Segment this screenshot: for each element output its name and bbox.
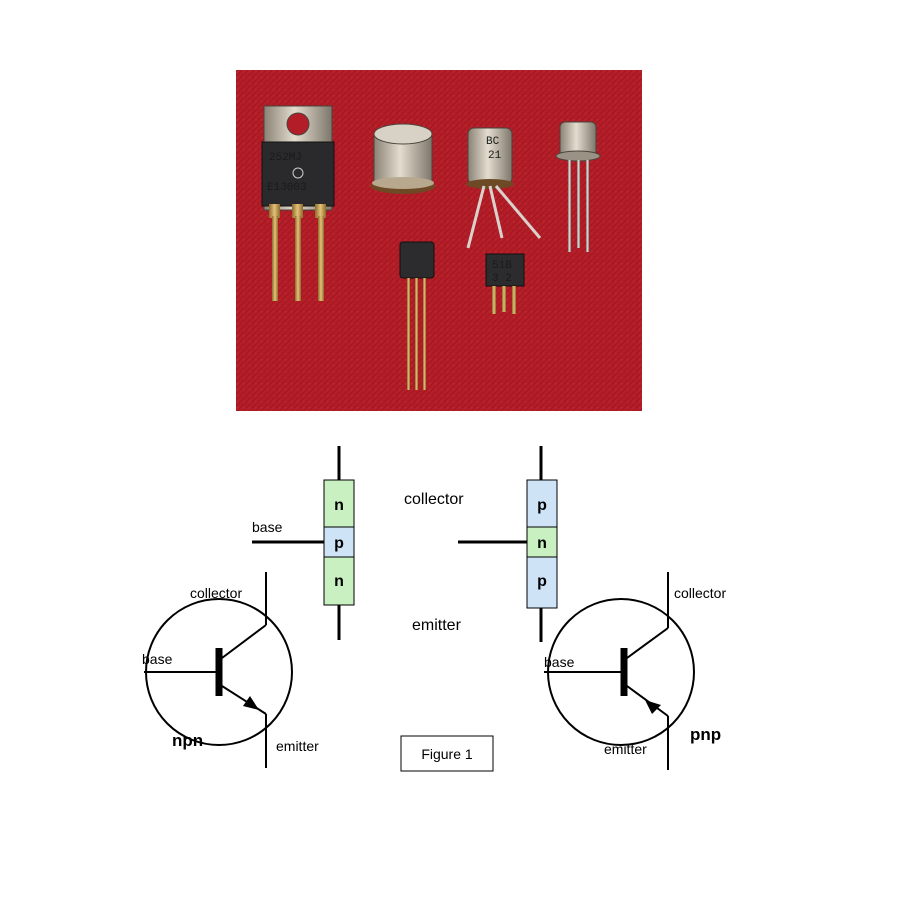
npn-symbol-collector-label: collector	[190, 585, 242, 601]
pnp-type-label: pnp	[690, 725, 721, 744]
npn-symbol-emitter-line	[222, 686, 266, 714]
npn-symbol-base-label: base	[142, 651, 173, 667]
figure-caption: Figure 1	[401, 736, 493, 771]
npn-symbol: collector base emitter npn	[142, 572, 319, 768]
npn-symbol-emitter-label: emitter	[276, 738, 319, 754]
npn-stack-base-label: base	[252, 519, 283, 535]
npn-layer-label-3: n	[334, 573, 344, 590]
pnp-layer-label-1: p	[537, 497, 547, 514]
pnp-layer-label-2: n	[537, 535, 547, 552]
pnp-symbol: collector base emitter pnp	[544, 572, 726, 770]
npn-layer-label-2: p	[334, 535, 344, 552]
npn-emitter-arrow-icon	[243, 696, 259, 710]
figure-caption-label: Figure 1	[421, 746, 473, 762]
pnp-layer-stack: p n p	[458, 446, 557, 642]
pnp-symbol-emitter-label: emitter	[604, 741, 647, 757]
pnp-symbol-collector-label: collector	[674, 585, 726, 601]
npn-layer-label-1: n	[334, 497, 344, 514]
pnp-symbol-collector-line	[627, 628, 668, 658]
npn-symbol-collector-line	[222, 625, 266, 658]
pnp-layer-label-3: p	[537, 573, 547, 590]
pnp-emitter-arrow-icon	[645, 700, 661, 714]
npn-layer-stack: n p n base	[252, 446, 354, 640]
center-collector-label: collector	[404, 491, 464, 508]
center-emitter-label: emitter	[412, 617, 462, 634]
npn-type-label: npn	[172, 731, 203, 750]
pnp-symbol-base-label: base	[544, 654, 575, 670]
